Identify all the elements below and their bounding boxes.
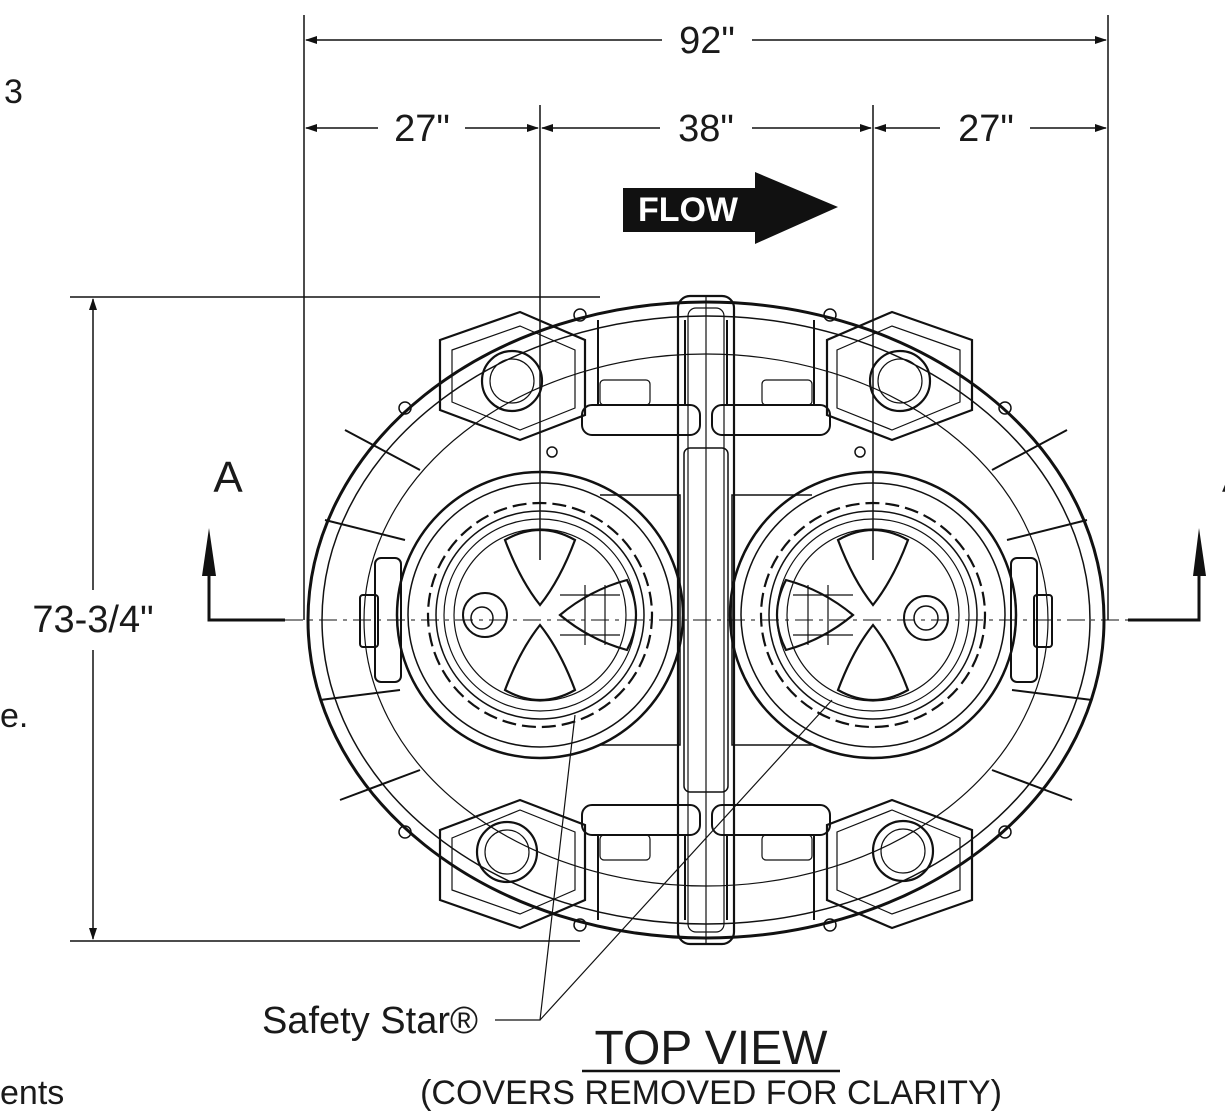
overall-height-dimension: 73-3/4" (32, 599, 153, 641)
dimension-lines (70, 15, 1109, 942)
left-offset-dimension: 27" (394, 108, 450, 150)
overall-width-dimension: 92" (679, 20, 735, 62)
section-marker-right: A (1128, 453, 1225, 622)
view-subtitle: (COVERS REMOVED FOR CLARITY) (420, 1074, 1002, 1112)
section-marker-left: A (202, 453, 285, 622)
callout-leaders (495, 699, 833, 1021)
center-spacing-dimension: 38" (678, 108, 734, 150)
edge-text-middle-left: e. (0, 697, 28, 735)
edge-text-bottom-left: ents (0, 1074, 64, 1112)
right-offset-dimension: 27" (958, 108, 1014, 150)
flow-label: FLOW (638, 191, 739, 229)
svg-text:A: A (213, 453, 243, 502)
riser-left (395, 470, 685, 760)
riser-right (728, 470, 1018, 760)
center-seam (600, 294, 812, 946)
safety-star-callout: Safety Star® (262, 1000, 478, 1042)
view-title: TOP VIEW (595, 1022, 829, 1075)
corner-lugs (438, 310, 974, 930)
tank-outline (285, 294, 1128, 946)
edge-text-top-left: 3 (4, 73, 23, 111)
svg-text:A: A (1222, 453, 1225, 502)
flow-arrow-icon: FLOW (623, 172, 838, 244)
